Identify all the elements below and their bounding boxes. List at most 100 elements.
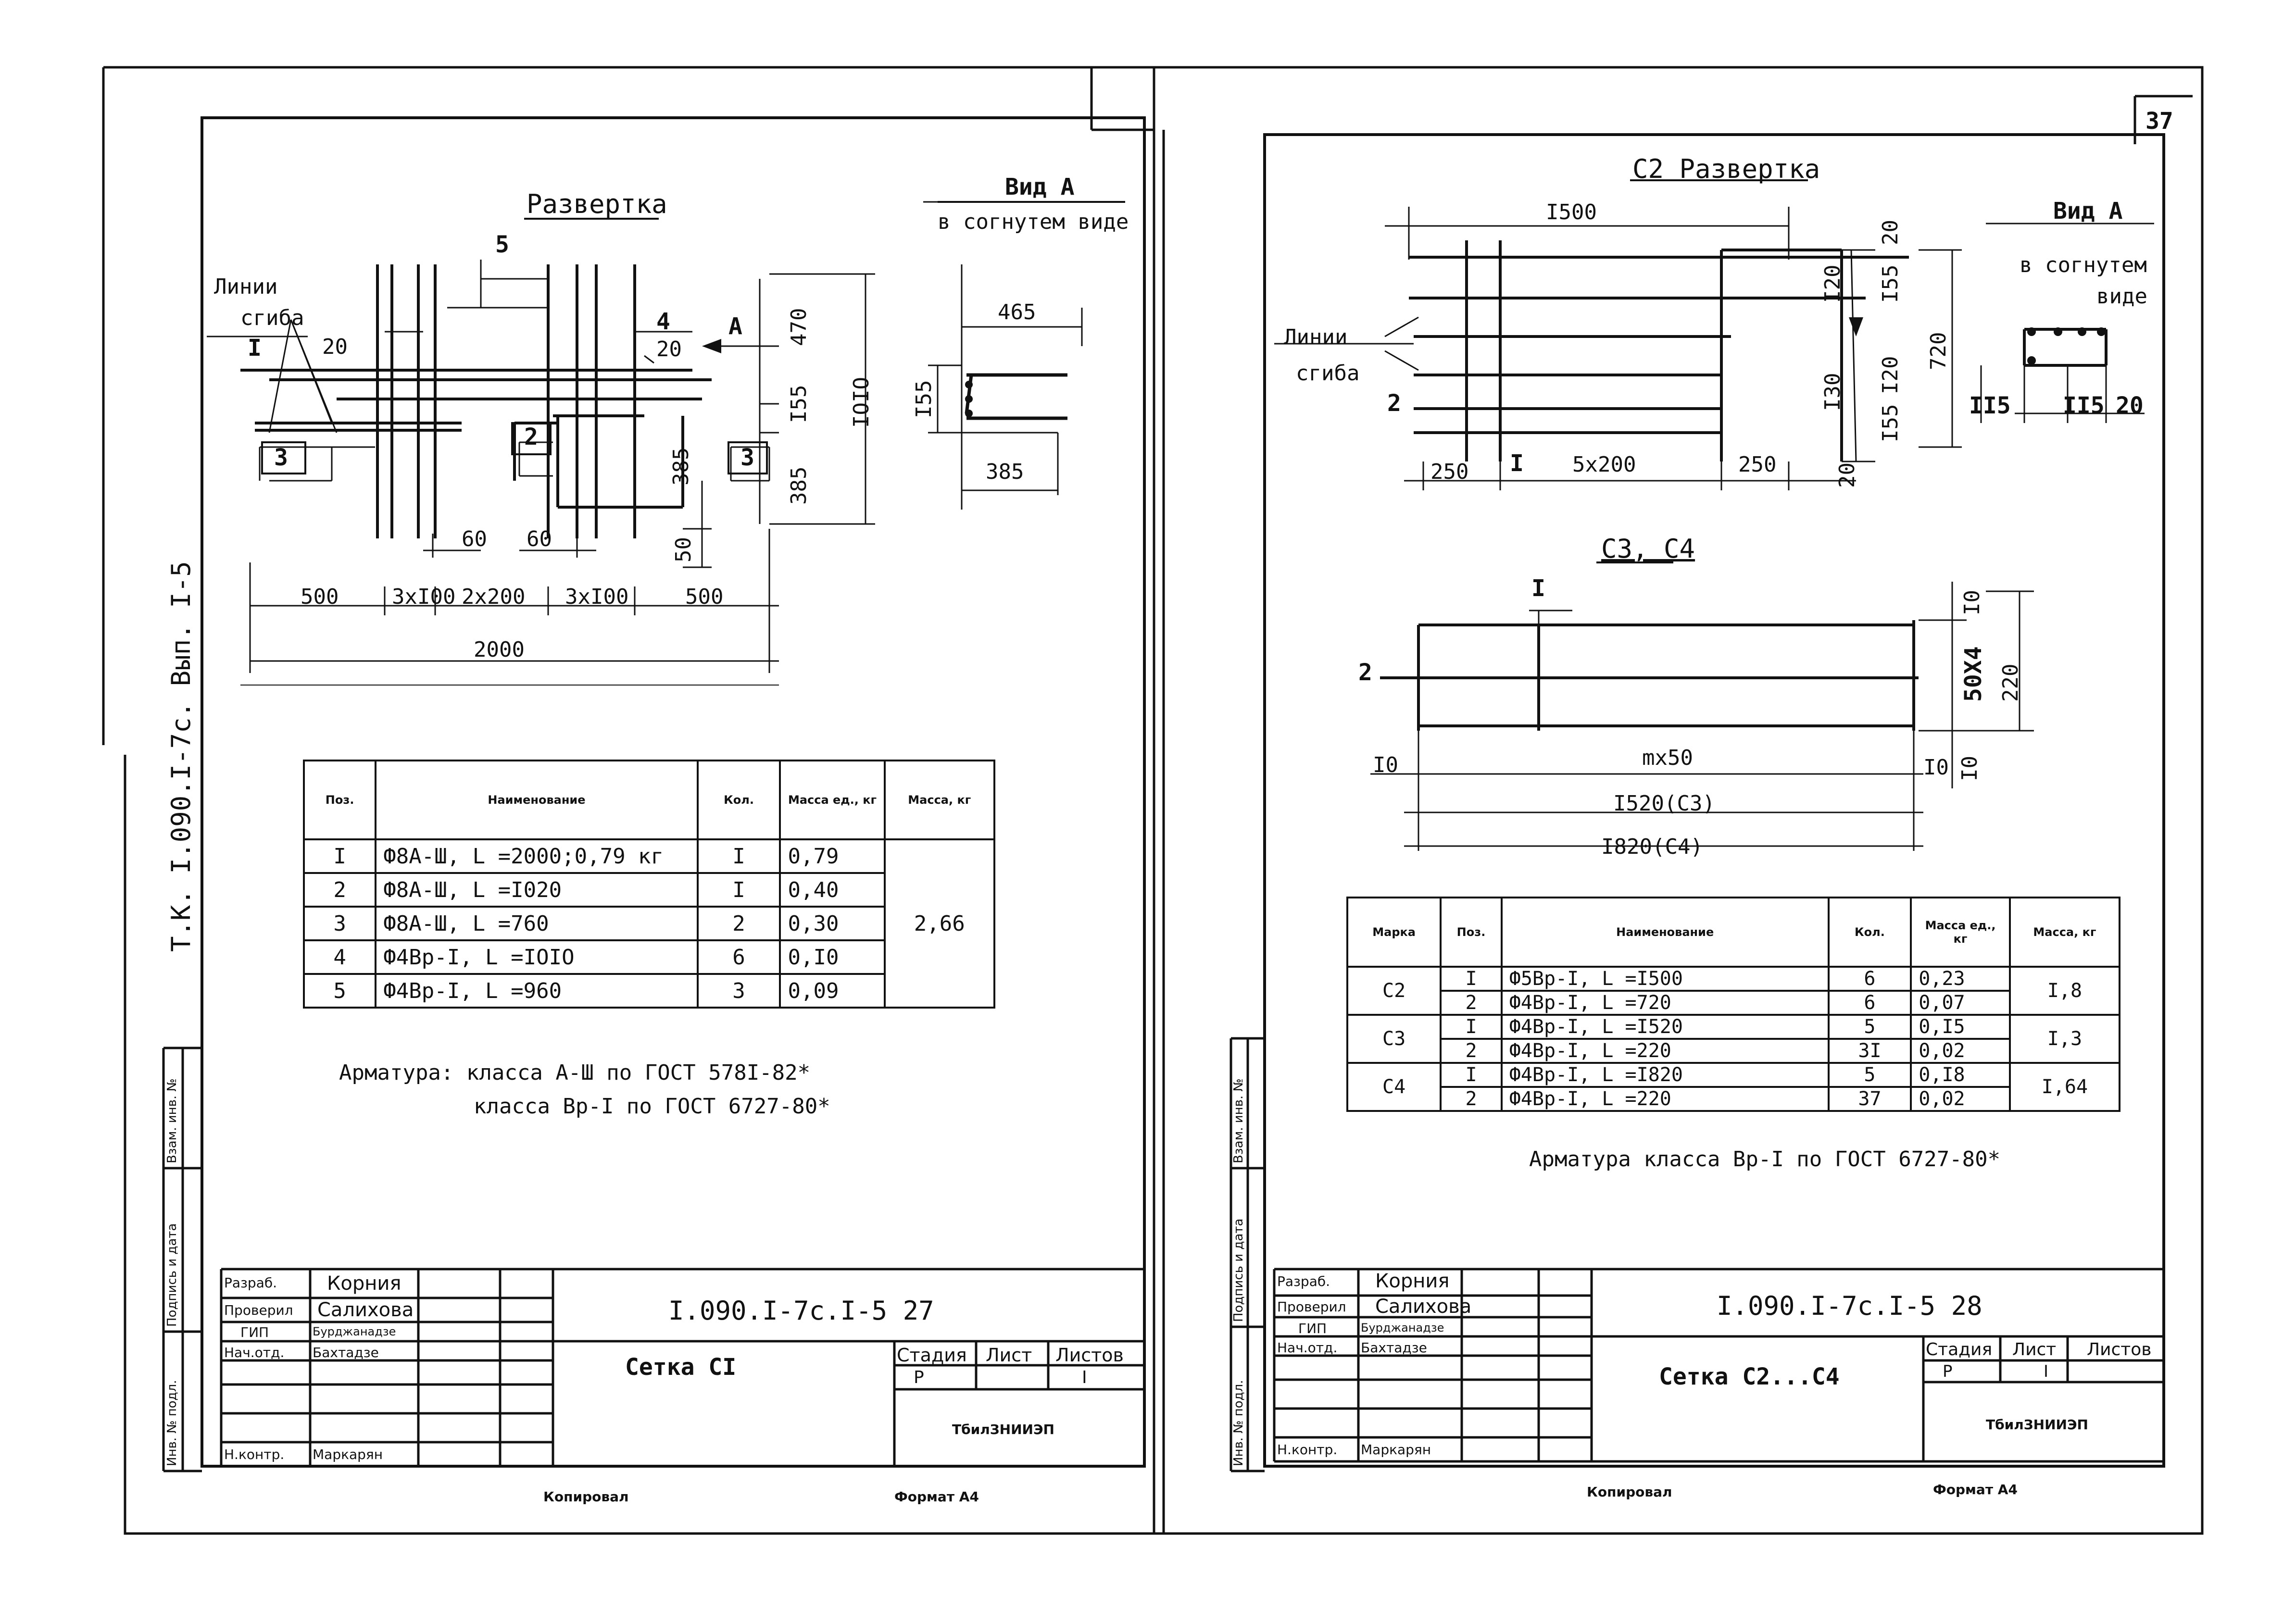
left-pos-3a: 3 [274, 444, 288, 471]
left-signer-name-6: Маркарян [313, 1446, 383, 1462]
right-spec-pos: 2 [1440, 1086, 1503, 1112]
right-spec-unit-mass: 0,I5 [1910, 1014, 2011, 1040]
right-spec-unit-mass: 0,07 [1910, 990, 2011, 1016]
right-spec-name: Ф5Вр-I, L =I500 [1500, 966, 1830, 992]
left-signer-name-0: Корния [327, 1272, 401, 1295]
right-sheet-name: Сетка С2...С4 [1659, 1363, 1840, 1390]
right-spec-name: Ф4Вр-I, L =220 [1500, 1086, 1830, 1112]
left-sheets-value: I [1082, 1368, 1087, 1387]
right-spec-qty: 37 [1827, 1086, 1912, 1112]
right-spec-th-mark: Марка [1346, 897, 1442, 968]
right-signer-name-6: Маркарян [1361, 1442, 1431, 1458]
right-c34-pos-1: I [1531, 575, 1545, 602]
right-dim-130: I30 [1820, 373, 1845, 411]
left-view-subtitle: в согнутем виде [938, 210, 1129, 234]
right-copy-label: Копировал [1587, 1484, 1672, 1500]
right-signer-role-2: ГИП [1298, 1321, 1327, 1336]
left-bend-label-1: Линии [214, 274, 278, 299]
left-spec-th-pos: Поз. [302, 760, 377, 840]
left-view-dim-155: I55 [912, 380, 936, 418]
right-view-subtitle-1: в согнутем [2020, 253, 2147, 277]
left-spec-name: Ф4Вр-I, L =IOIO [375, 939, 699, 975]
left-dim-60b: 60 [527, 527, 552, 551]
table-row: 2 Ф4Вр-I, L =720 6 0,07 [1347, 990, 2120, 1016]
right-rebar-note: Арматура класса Вр-I по ГОСТ 6727-80* [1529, 1147, 2001, 1172]
left-spec-th-name: Наименование [375, 760, 699, 840]
left-spec-unit-mass: 0,09 [779, 973, 886, 1009]
left-pos-5: 5 [495, 231, 509, 258]
left-stamp-replace: Взам. инв. № [165, 1078, 179, 1163]
right-signer-name-0: Корния [1375, 1270, 1450, 1292]
left-spec-name: Ф8А-Ш, L =2000;0,79 кг [375, 838, 699, 874]
right-c34-pos-2: 2 [1358, 659, 1372, 686]
left-dim-20a: 20 [322, 335, 348, 359]
right-spec-th-mass: Масса, кг [2008, 897, 2121, 968]
right-spec-unit-mass: 0,23 [1910, 966, 2011, 992]
right-dim-250b: 250 [1738, 452, 1777, 477]
right-spec-name: Ф4Вр-I, L =I520 [1500, 1014, 1830, 1040]
left-side-code: Т.К. I.090.I-7с. Вып. I-5 [166, 561, 196, 952]
right-dim-250a: 250 [1430, 460, 1469, 484]
left-spec-th-qty: Кол. [696, 760, 781, 840]
right-signer-name-3: Бахтадзе [1361, 1340, 1427, 1356]
left-bend-label-2: сгиба [240, 306, 304, 330]
right-c34-dim-10r2: I0 [1957, 756, 1982, 781]
right-sheets-value: I [2044, 1362, 2049, 1381]
table-row: 2 Ф8А-Ш, L =I020 I 0,40 [302, 872, 994, 908]
right-spec-header-row: Марка Поз. Наименование Кол. Масса ед., … [1346, 897, 2121, 968]
table-row: С3 I Ф4Вр-I, L =I520 5 0,I5 I,3 [1346, 1014, 2121, 1064]
right-sheets-header: Листов [2087, 1340, 2152, 1359]
right-spec-qty: 5 [1827, 1062, 1912, 1088]
left-rebar-note-1: Арматура: класса А-Ш по ГОСТ 578I-82* [339, 1060, 811, 1085]
left-dim-385a: 385 [669, 447, 693, 486]
left-spec-qty: 6 [696, 939, 781, 975]
left-spec-table: Поз. Наименование Кол. Масса ед., кг Мас… [302, 760, 996, 1009]
left-stage-header: Стадия [897, 1345, 967, 1366]
table-row: 2 Ф4Вр-I, L =220 3I 0,02 [1347, 1038, 2120, 1064]
left-dim-1010: IOIO [849, 377, 874, 428]
left-view-title: Вид А [1005, 174, 1075, 200]
left-copy-label: Копировал [543, 1489, 629, 1505]
left-pos-3b: 3 [740, 444, 754, 471]
right-dim-120b: I20 [1878, 356, 1903, 394]
right-dim-20a: 20 [1878, 220, 1903, 245]
right-stage-value: Р [1943, 1362, 1953, 1381]
table-row: I Ф8А-Ш, L =2000;0,79 кг I 0,79 2,66 [302, 838, 996, 1009]
right-spec-qty: 6 [1827, 990, 1912, 1016]
left-sheet-header: Лист [986, 1345, 1032, 1366]
right-signer-name-1: Салихова [1375, 1296, 1472, 1318]
right-spec-th-qty: Кол. [1827, 897, 1912, 968]
left-signer-role-6: Н.контр. [224, 1446, 285, 1462]
left-dim-2x200: 2x200 [462, 585, 526, 609]
left-format-label: Формат А4 [894, 1489, 979, 1505]
right-c34-dim-10top: I0 [1960, 590, 1984, 615]
left-dim-50: 50 [671, 537, 696, 562]
right-spec-total: I,3 [2008, 1014, 2121, 1064]
right-spec-unit-mass: 0,02 [1910, 1038, 2011, 1064]
left-view-arrow-label: А [728, 313, 742, 340]
left-view-dim-465: 465 [998, 300, 1036, 324]
left-dim-155: I55 [787, 385, 811, 423]
left-spec-pos: 2 [302, 872, 377, 908]
right-signer-name-2: Бурджанадзе [1361, 1321, 1444, 1334]
right-spec-name: Ф4Вр-I, L =720 [1500, 990, 1830, 1016]
right-signer-role-3: Нач.отд. [1277, 1340, 1338, 1356]
table-row: С4 I Ф4Вр-I, L =I820 5 0,I8 I,64 [1346, 1062, 2121, 1112]
left-sweep-title: Развертка [527, 189, 667, 219]
left-signer-role-3: Нач.отд. [224, 1345, 285, 1360]
left-doc-code: I.090.I-7с.I-5 27 [668, 1296, 934, 1326]
right-spec-pos: I [1440, 966, 1503, 992]
left-signer-name-2: Бурджанадзе [313, 1325, 396, 1338]
right-spec-name: Ф4Вр-I, L =220 [1500, 1038, 1830, 1064]
left-stamp-inv: Инв. № подл. [165, 1380, 179, 1466]
left-dim-470: 470 [787, 308, 811, 346]
left-spec-pos: 3 [302, 906, 377, 941]
left-pos-1: I [248, 335, 262, 362]
right-view-subtitle-2: виде [2096, 284, 2147, 309]
right-spec-table: Марка Поз. Наименование Кол. Масса ед., … [1346, 897, 2121, 1112]
left-pos-2: 2 [524, 424, 538, 450]
right-c34-dim-50x4: 50X4 [1960, 646, 1987, 702]
left-sheet-name: Сетка СI [625, 1354, 737, 1381]
left-spec-unit-mass: 0,40 [779, 872, 886, 908]
left-spec-th-unit-mass: Масса ед., кг [779, 760, 886, 840]
